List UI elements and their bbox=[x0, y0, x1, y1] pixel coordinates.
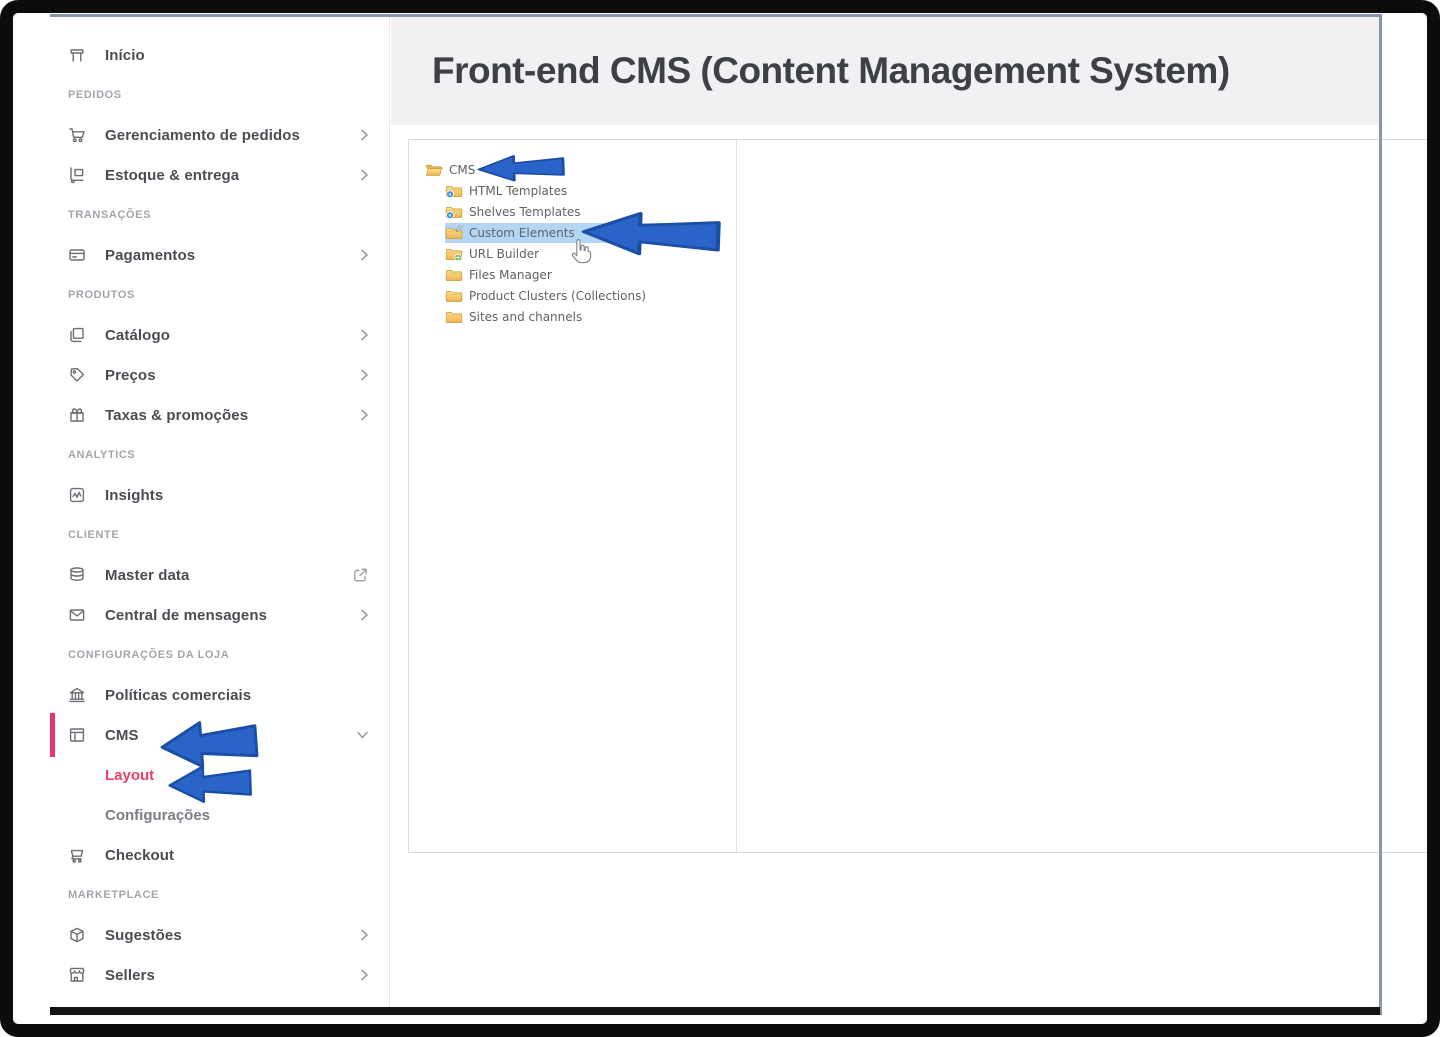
tree-item-label: Shelves Templates bbox=[469, 205, 581, 219]
tag-icon bbox=[68, 366, 86, 384]
sidebar-item-master-data[interactable]: Master data bbox=[50, 555, 389, 595]
sidebar-item-label: Pagamentos bbox=[105, 246, 196, 264]
sidebar-item-estoque-entrega[interactable]: Estoque & entrega bbox=[50, 155, 389, 195]
sidebar-section-configuracoes-da-loja: CONFIGURAÇÕES DA LOJA bbox=[68, 649, 230, 661]
folder-template-icon bbox=[445, 204, 463, 220]
sidebar-item-sugestoes[interactable]: Sugestões bbox=[50, 915, 389, 955]
sidebar-section-marketplace: MARKETPLACE bbox=[68, 889, 159, 901]
cms-folder-tree: CMS HTML Templates Shelves Templates Cus… bbox=[425, 160, 701, 328]
chevron-down-icon bbox=[356, 731, 369, 740]
tree-item-files-manager[interactable]: Files Manager bbox=[445, 265, 701, 285]
sidebar-item-label: Catálogo bbox=[105, 326, 170, 344]
tree-item-html-templates[interactable]: HTML Templates bbox=[445, 181, 701, 201]
tree-item-label: Product Clusters (Collections) bbox=[469, 289, 647, 303]
store-icon bbox=[68, 46, 86, 64]
sidebar-section-pedidos: PEDIDOS bbox=[68, 89, 122, 101]
sidebar-item-label: Checkout bbox=[105, 846, 175, 864]
sidebar-section-transacoes: TRANSAÇÕES bbox=[68, 209, 152, 221]
chevron-right-icon bbox=[360, 249, 369, 262]
sidebar-item-label: Início bbox=[105, 46, 145, 64]
cube-icon bbox=[68, 926, 86, 944]
sidebar-item-label: Sellers bbox=[105, 966, 155, 984]
insights-icon bbox=[68, 486, 86, 504]
chevron-right-icon bbox=[360, 369, 369, 382]
tree-item-sites-and-channels[interactable]: Sites and channels bbox=[445, 307, 701, 327]
sidebar-item-catalogo[interactable]: Catálogo bbox=[50, 315, 389, 355]
database-icon bbox=[68, 566, 86, 584]
tree-item-custom-elements[interactable]: Custom Elements bbox=[445, 223, 701, 243]
folder-open-icon bbox=[425, 162, 443, 178]
tree-item-label: Files Manager bbox=[469, 268, 552, 282]
sidebar-item-gerenciamento-de-pedidos[interactable]: Gerenciamento de pedidos bbox=[50, 115, 389, 155]
sidebar-section-cliente: CLIENTE bbox=[68, 529, 120, 541]
sidebar-item-label: Gerenciamento de pedidos bbox=[105, 126, 300, 144]
page-header: Front-end CMS (Content Management System… bbox=[391, 17, 1379, 125]
credit-card-icon bbox=[68, 246, 86, 264]
panel-divider bbox=[736, 140, 737, 852]
sidebar-item-label: CMS bbox=[105, 726, 139, 744]
cart-icon bbox=[68, 126, 86, 144]
sidebar-item-label: Master data bbox=[105, 566, 190, 584]
chevron-right-icon bbox=[360, 409, 369, 422]
sidebar-item-label: Políticas comerciais bbox=[105, 686, 252, 704]
chevron-right-icon bbox=[360, 969, 369, 982]
sidebar-subitem-configuracoes[interactable]: Configurações bbox=[105, 806, 211, 824]
folder-add-icon bbox=[445, 246, 463, 262]
tree-item-label: HTML Templates bbox=[469, 184, 568, 198]
folder-template-icon bbox=[445, 183, 463, 199]
cms-admin-panel: CMS HTML Templates Shelves Templates Cus… bbox=[408, 139, 1439, 853]
sidebar-item-taxas-promocoes[interactable]: Taxas & promoções bbox=[50, 395, 389, 435]
gift-icon bbox=[68, 406, 86, 424]
sidebar-item-cms[interactable]: CMS bbox=[50, 713, 389, 757]
tree-item-label: URL Builder bbox=[469, 247, 540, 261]
sidebar-item-label: Taxas & promoções bbox=[105, 406, 249, 424]
sidebar-item-label: Estoque & entrega bbox=[105, 166, 240, 184]
capture-bottom-bar bbox=[50, 1007, 1380, 1015]
chevron-right-icon bbox=[360, 169, 369, 182]
tree-item-product-clusters-collections[interactable]: Product Clusters (Collections) bbox=[445, 286, 701, 306]
page-title: Front-end CMS (Content Management System… bbox=[432, 50, 1230, 91]
chevron-right-icon bbox=[360, 609, 369, 622]
sidebar-subitem-layout[interactable]: Layout bbox=[105, 766, 155, 784]
sidebar-item-checkout[interactable]: Checkout bbox=[50, 835, 389, 875]
sidebar-section-analytics: ANALYTICS bbox=[68, 449, 136, 461]
sidebar-item-label: Central de mensagens bbox=[105, 606, 268, 624]
catalog-icon bbox=[68, 326, 86, 344]
cms-layout-icon bbox=[68, 726, 86, 744]
sidebar-item-politicas-comerciais[interactable]: Políticas comerciais bbox=[50, 675, 389, 715]
sidebar-item-precos[interactable]: Preços bbox=[50, 355, 389, 395]
tree-item-label: CMS bbox=[449, 163, 476, 177]
sidebar-item-insights[interactable]: Insights bbox=[50, 475, 389, 515]
sidebar-section-produtos: PRODUTOS bbox=[68, 289, 135, 301]
sidebar-item-central-de-mensagens[interactable]: Central de mensagens bbox=[50, 595, 389, 635]
tree-item-label: Custom Elements bbox=[469, 226, 575, 240]
dolly-icon bbox=[68, 166, 86, 184]
sidebar-item-label: Sugestões bbox=[105, 926, 182, 944]
sidebar-item-label: Preços bbox=[105, 366, 156, 384]
folder-icon bbox=[445, 267, 463, 283]
capture-right-border bbox=[1379, 14, 1382, 1015]
tree-item-url-builder[interactable]: URL Builder bbox=[445, 244, 701, 264]
bank-icon bbox=[68, 686, 86, 704]
tree-item-cms[interactable]: CMS bbox=[425, 160, 701, 180]
sidebar-item-sellers[interactable]: Sellers bbox=[50, 955, 389, 995]
external-link-icon[interactable] bbox=[352, 567, 369, 584]
tree-item-label: Sites and channels bbox=[469, 310, 583, 324]
folder-icon bbox=[445, 309, 463, 325]
shop-icon bbox=[68, 966, 86, 984]
chevron-right-icon bbox=[360, 929, 369, 942]
checkout-cart-icon bbox=[68, 846, 86, 864]
tree-item-shelves-templates[interactable]: Shelves Templates bbox=[445, 202, 701, 222]
folder-icon bbox=[445, 288, 463, 304]
chevron-right-icon bbox=[360, 329, 369, 342]
chevron-right-icon bbox=[360, 129, 369, 142]
sidebar-item-inicio[interactable]: Início bbox=[50, 35, 389, 75]
mail-icon bbox=[68, 606, 86, 624]
sidebar-item-pagamentos[interactable]: Pagamentos bbox=[50, 235, 389, 275]
capture-top-border bbox=[50, 14, 1381, 17]
folder-edit-icon bbox=[445, 225, 463, 241]
sidebar-item-label: Insights bbox=[105, 486, 164, 504]
